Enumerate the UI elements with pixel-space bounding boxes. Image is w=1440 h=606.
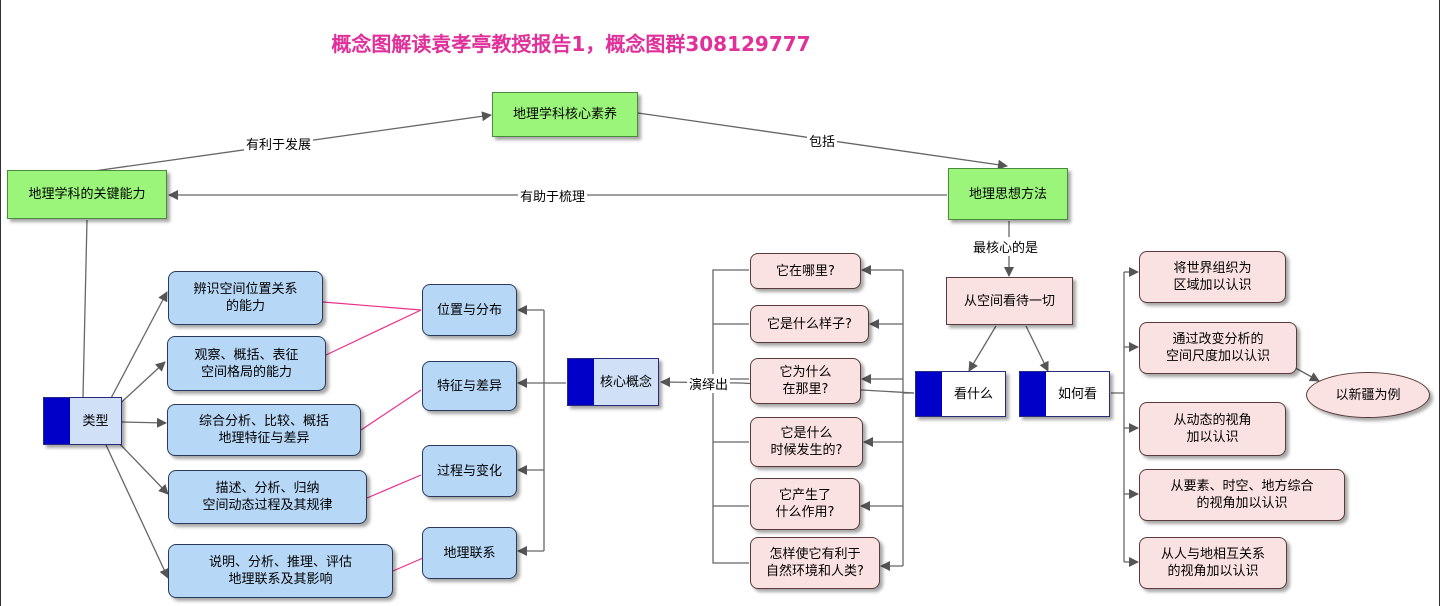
edge-how-to-list bbox=[1111, 272, 1125, 562]
edge-type-to-a4 bbox=[115, 439, 169, 495]
ability-node-4[interactable]: 描述、分析、归纳 空间动态过程及其规律 bbox=[168, 470, 367, 524]
what-to-see-node[interactable]: 看什么 bbox=[915, 371, 1006, 417]
key-ability-node[interactable]: 地理学科的关键能力 bbox=[7, 170, 167, 219]
how-node-2[interactable]: 通过改变分析的 空间尺度加以认识 bbox=[1139, 322, 1297, 374]
link-a4-c3 bbox=[366, 474, 422, 499]
link-a5-c4 bbox=[392, 557, 424, 572]
edge-what-to-questions bbox=[902, 270, 914, 566]
see-all-node[interactable]: 从空间看待一切 bbox=[946, 277, 1073, 325]
edge-core-to-concepts bbox=[543, 310, 566, 551]
edge-label-conducive: 有利于发展 bbox=[244, 134, 314, 153]
edge-label-deduce: 演绎出 bbox=[687, 374, 731, 393]
link-a2-c1 bbox=[325, 309, 422, 356]
example-node[interactable]: 以新疆为例 bbox=[1306, 372, 1430, 418]
core-concept-node[interactable]: 核心概念 bbox=[567, 358, 659, 406]
ability-node-1[interactable]: 辨识空间位置关系 的能力 bbox=[168, 271, 323, 325]
thinking-method-node[interactable]: 地理思想方法 bbox=[948, 168, 1068, 220]
question-node-5[interactable]: 它产生了 什么作用? bbox=[750, 478, 860, 530]
edge-questions-left bbox=[712, 269, 749, 564]
edge-type-to-a1 bbox=[108, 291, 168, 403]
question-node-3[interactable]: 它为什么 在那里? bbox=[750, 358, 861, 404]
ability-node-2[interactable]: 观察、概括、表征 空间格局的能力 bbox=[167, 336, 326, 391]
how-to-see-node[interactable]: 如何看 bbox=[1019, 371, 1110, 417]
question-node-4[interactable]: 它是什么 时候发生的? bbox=[750, 417, 863, 467]
edge-label-helps-sort: 有助于梳理 bbox=[518, 186, 588, 205]
edge-ability-to-type bbox=[82, 219, 88, 398]
how-node-1[interactable]: 将世界组织为 区域加以认识 bbox=[1139, 251, 1286, 303]
core-literacy-node[interactable]: 地理学科核心素养 bbox=[492, 92, 638, 137]
how-node-4[interactable]: 从要素、时空、地方综合 的视角加以认识 bbox=[1139, 469, 1345, 521]
edge-seeall-to-how bbox=[1025, 325, 1049, 372]
question-node-1[interactable]: 它在哪里? bbox=[750, 253, 861, 289]
question-node-6[interactable]: 怎样使它有利于 自然环境和人类? bbox=[750, 537, 880, 589]
type-node-label: 类型 bbox=[82, 413, 109, 429]
edge-seeall-to-what bbox=[968, 325, 997, 372]
how-to-see-label: 如何看 bbox=[1057, 386, 1097, 402]
page-title: 概念图解读袁孝亭教授报告1，概念图群308129777 bbox=[331, 32, 811, 56]
type-node-marker bbox=[44, 398, 70, 444]
concept-node-linkage[interactable]: 地理联系 bbox=[422, 527, 517, 579]
how-to-see-marker bbox=[1020, 372, 1046, 416]
how-node-3[interactable]: 从动态的视角 加以认识 bbox=[1139, 402, 1286, 456]
edge-label-most-core: 最核心的是 bbox=[971, 237, 1041, 256]
concept-node-location[interactable]: 位置与分布 bbox=[422, 284, 517, 336]
how-node-5[interactable]: 从人与地相互关系 的视角加以认识 bbox=[1139, 537, 1287, 589]
ability-node-3[interactable]: 综合分析、比较、概括 地理特征与差异 bbox=[167, 404, 361, 456]
edge-type-to-a3 bbox=[121, 417, 167, 428]
concept-node-process[interactable]: 过程与变化 bbox=[422, 445, 517, 497]
core-concept-label: 核心概念 bbox=[599, 374, 652, 390]
type-node[interactable]: 类型 bbox=[43, 397, 122, 445]
core-concept-marker bbox=[568, 359, 594, 405]
concept-node-features[interactable]: 特征与差异 bbox=[422, 361, 517, 411]
edge-type-to-a5 bbox=[105, 444, 169, 579]
link-a1-c1 bbox=[322, 301, 422, 311]
edge-label-includes: 包括 bbox=[807, 131, 838, 150]
what-to-see-marker bbox=[916, 372, 942, 416]
ability-node-5[interactable]: 说明、分析、推理、评估 地理联系及其影响 bbox=[168, 544, 393, 598]
link-a3-c2 bbox=[360, 389, 422, 431]
question-node-2[interactable]: 它是什么样子? bbox=[750, 305, 869, 343]
what-to-see-label: 看什么 bbox=[953, 386, 993, 402]
